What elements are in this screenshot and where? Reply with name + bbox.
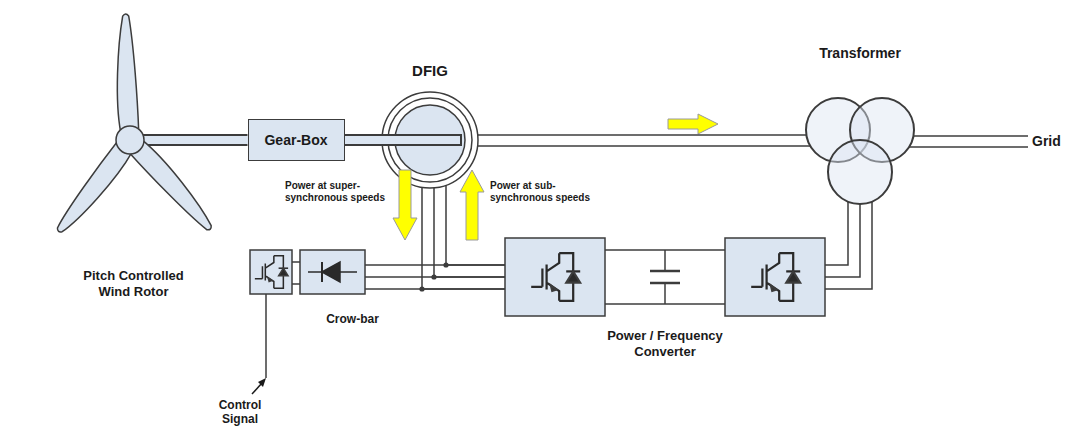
signal-label: Control Signal	[208, 398, 272, 427]
converter-symbol	[531, 253, 580, 301]
crowbar-symbol	[300, 250, 365, 294]
power-note: Power at sub-synchronous speeds	[490, 180, 594, 204]
shaft	[222, 134, 248, 146]
crowbar-symbol	[250, 250, 292, 294]
connector	[344, 140, 384, 141]
converter-symbol	[725, 238, 825, 316]
wind-rotor	[51, 141, 133, 238]
wire	[365, 276, 505, 278]
transformer-symbol	[828, 140, 892, 204]
generator	[381, 134, 462, 146]
shaft	[345, 134, 383, 146]
power-arrow	[393, 114, 718, 240]
converter-symbol	[650, 270, 680, 273]
power-arrow	[668, 114, 718, 134]
node-label: DFIG	[390, 62, 470, 80]
converter-symbol	[505, 238, 825, 316]
shaft	[344, 136, 384, 144]
connector	[825, 202, 872, 289]
wire	[478, 134, 807, 136]
connector	[221, 140, 249, 141]
transformer-symbol	[806, 98, 914, 204]
grid-wire	[913, 135, 1028, 137]
crowbar-node: Crow-bar	[250, 250, 365, 294]
connector	[365, 265, 505, 289]
crowbar-symbol	[292, 283, 300, 285]
converter-symbol	[664, 250, 666, 271]
node-label: Pitch Controlled Wind Rotor	[69, 268, 199, 299]
converter-node: Power / Frequency Converter	[505, 238, 825, 316]
wire	[478, 145, 811, 147]
power-arrow	[393, 170, 417, 240]
wire	[365, 288, 505, 290]
connector	[478, 135, 811, 146]
node-label: Gear-Box	[264, 132, 327, 149]
control-arrow	[252, 383, 262, 394]
wind-rotor	[129, 139, 219, 236]
control-arrow	[252, 378, 266, 394]
wire	[825, 202, 848, 265]
wind-rotor	[51, 14, 223, 238]
crowbar-symbol	[292, 261, 300, 263]
shaft	[221, 136, 249, 144]
converter-symbol	[664, 283, 666, 304]
wire	[825, 204, 860, 277]
wind-rotor	[115, 14, 139, 133]
grid-label: Grid	[1032, 133, 1066, 150]
wind-rotor	[51, 14, 218, 238]
power-arrow	[460, 170, 484, 240]
gearbox-box: Gear-Box	[248, 119, 345, 161]
grid-wire	[909, 146, 1028, 148]
transformer-node: Transformer	[806, 98, 914, 204]
crowbar-symbol	[265, 294, 267, 378]
grid-wire	[909, 136, 1028, 147]
crowbar-symbol	[255, 256, 288, 288]
control-arrow	[258, 378, 266, 387]
generator-circle: DFIG	[382, 92, 478, 188]
wind-rotor	[116, 126, 144, 154]
converter-symbol	[505, 238, 605, 316]
generator	[380, 136, 460, 144]
wire	[365, 264, 505, 266]
power-note: Power at super-synchronous speeds	[285, 180, 389, 204]
rotor-node: Pitch Controlled Wind Rotor	[45, 8, 222, 240]
converter-symbol	[650, 282, 680, 285]
node-label: Power / Frequency Converter	[590, 328, 740, 359]
converter-symbol	[751, 253, 800, 301]
crowbar-symbol	[321, 262, 323, 282]
node-label: Crow-bar	[313, 312, 393, 326]
wire	[825, 202, 872, 289]
generator	[380, 92, 478, 188]
node-label: Transformer	[805, 45, 915, 62]
crowbar-symbol	[322, 262, 340, 282]
